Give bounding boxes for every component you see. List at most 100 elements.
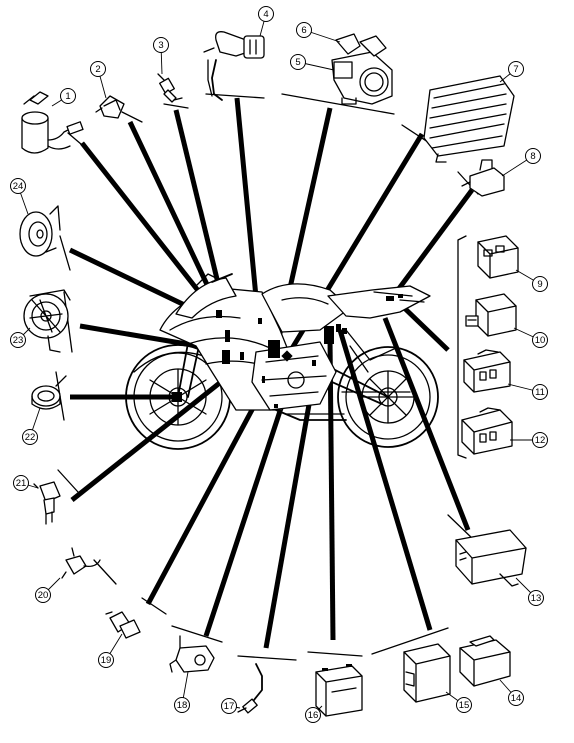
- rectifier-regulator-icon: [423, 75, 515, 163]
- callout-20: 20: [35, 577, 61, 603]
- callout-circle: [508, 61, 524, 77]
- callout-circle: [60, 88, 76, 104]
- callout-circle: [456, 697, 472, 713]
- callout-11: 11: [507, 383, 548, 400]
- callout-18: 18: [174, 671, 190, 713]
- callout-number: 14: [511, 693, 522, 704]
- callout-3: 3: [153, 37, 169, 75]
- callout-number: 17: [224, 701, 235, 712]
- callout-circle: [10, 332, 26, 348]
- callout-circle: [13, 475, 29, 491]
- callout-number: 4: [263, 9, 268, 20]
- callout-circle: [305, 707, 321, 723]
- callout-number: 21: [16, 478, 27, 489]
- callout-1: 1: [51, 88, 76, 107]
- leader-line-18: [203, 407, 284, 637]
- callout-21: 21: [13, 475, 39, 491]
- callout-7: 7: [499, 61, 524, 83]
- callout-circle: [35, 587, 51, 603]
- relay-icon: [465, 293, 517, 337]
- sensor-icon: [169, 635, 215, 673]
- callout-circle: [221, 698, 237, 714]
- callout-circle: [290, 54, 306, 70]
- leader-lines: [68, 97, 475, 649]
- callout-number: 9: [537, 279, 542, 290]
- callout-number: 20: [38, 590, 49, 601]
- sensor-icon: [33, 481, 61, 525]
- callout-circle: [90, 61, 106, 77]
- sensor-icon: [105, 611, 141, 639]
- callout-4: 4: [258, 6, 274, 37]
- callout-12: 12: [510, 432, 548, 448]
- callout-number: 19: [101, 655, 112, 666]
- sensor-icon: [237, 663, 263, 714]
- callout-number: 2: [95, 64, 100, 75]
- callout-number: 10: [535, 335, 546, 346]
- callout-circle: [528, 590, 544, 606]
- ignition-switch-icon: [21, 91, 84, 154]
- leader-line-19-20: [145, 378, 271, 606]
- callout-9: 9: [515, 269, 548, 292]
- leader-line-14-15: [337, 329, 433, 631]
- relay-icon: [459, 635, 511, 687]
- callout-circle: [10, 178, 26, 194]
- battery-icon: [315, 664, 363, 717]
- callout-14: 14: [499, 679, 524, 706]
- relay-icon: [403, 643, 451, 703]
- callout-number: 5: [295, 57, 300, 68]
- sensor-icon: [61, 547, 101, 579]
- callout-8: 8: [501, 148, 541, 177]
- callout-circle: [532, 384, 548, 400]
- leader-line-13: [382, 317, 471, 531]
- callout-circle: [22, 429, 38, 445]
- callout-circle: [296, 22, 312, 38]
- callout-circle: [525, 148, 541, 164]
- sensor-icon: [31, 375, 67, 410]
- callout-number: 13: [531, 593, 542, 604]
- callout-23: 23: [10, 327, 31, 348]
- throttle-body-icon: [331, 33, 393, 105]
- relay-icon: [477, 235, 519, 279]
- leader-line-2: [127, 120, 223, 314]
- callout-circle: [153, 37, 169, 53]
- leader-line-21: [70, 368, 238, 502]
- callout-2: 2: [90, 61, 107, 99]
- callout-number: 23: [13, 335, 24, 346]
- callout-number: 11: [535, 387, 545, 398]
- callout-16: 16: [305, 705, 323, 723]
- callout-24: 24: [10, 178, 29, 215]
- sensor-icon: [95, 95, 125, 119]
- callout-19: 19: [98, 633, 123, 668]
- callout-circle: [98, 652, 114, 668]
- callout-circle: [508, 690, 524, 706]
- callout-number: 6: [301, 25, 306, 36]
- callout-10: 10: [513, 327, 548, 348]
- callout-6: 6: [296, 22, 341, 43]
- callout-number: 7: [513, 64, 518, 75]
- callout-number: 12: [535, 435, 546, 446]
- ecu-icon: [455, 529, 527, 587]
- leader-line-3: [173, 109, 227, 309]
- callout-number: 22: [25, 432, 36, 443]
- callout-number: 24: [13, 181, 24, 192]
- relay-icon: [461, 407, 513, 455]
- leader-line-16: [327, 337, 336, 641]
- callout-circle: [532, 276, 548, 292]
- callout-15: 15: [445, 691, 472, 713]
- callout-circle: [532, 432, 548, 448]
- callout-circle: [174, 697, 190, 713]
- fan-motor-icon: [23, 289, 71, 353]
- callout-17: 17: [221, 698, 241, 714]
- callout-5: 5: [290, 54, 335, 71]
- callout-number: 18: [177, 700, 188, 711]
- callout-number: 16: [308, 710, 319, 721]
- callout-22: 22: [22, 407, 41, 445]
- callout-circle: [532, 332, 548, 348]
- callout-number: 3: [158, 40, 163, 51]
- callout-circle: [258, 6, 274, 22]
- callout-13: 13: [515, 577, 544, 606]
- leader-line-17: [263, 364, 319, 649]
- callout-number: 15: [459, 700, 470, 711]
